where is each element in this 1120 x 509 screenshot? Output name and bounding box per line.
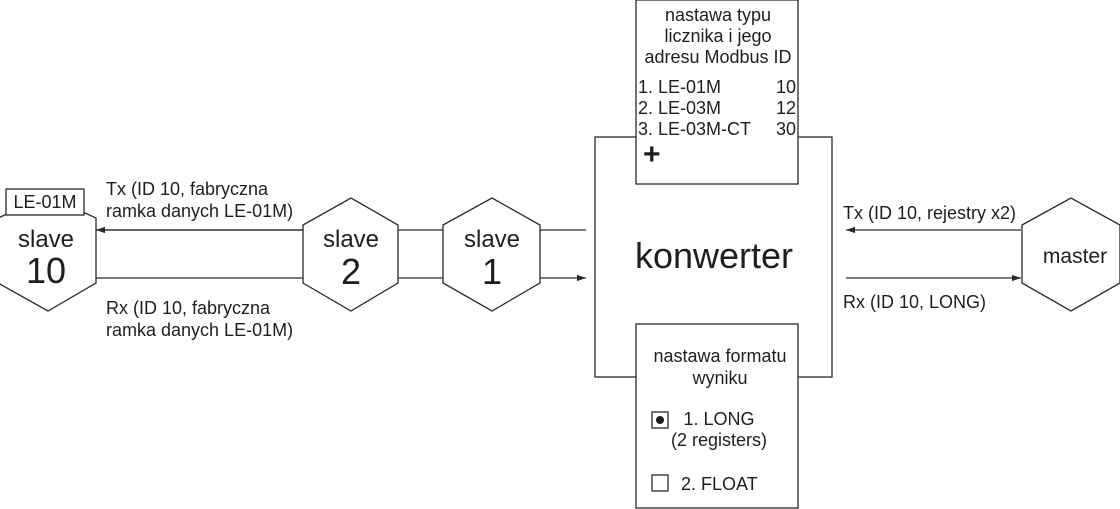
meter-item-2-id: 12	[776, 98, 796, 118]
meter-item-3-id: 30	[776, 119, 796, 139]
slave-10-meter-tag-label: LE-01M	[13, 192, 76, 212]
float-format-label: 2. FLOAT	[681, 474, 758, 494]
meter-item-1-name: 1. LE-01M	[638, 77, 721, 97]
left-rx-label-line1: Rx (ID 10, fabryczna	[106, 298, 271, 318]
slave-1-number: 1	[482, 251, 502, 292]
master-label: master	[1043, 245, 1107, 268]
long-format-sublabel: (2 registers)	[671, 430, 767, 450]
float-format-option[interactable]	[651, 474, 669, 492]
meter-settings-title-line2: licznika i jego	[664, 26, 771, 46]
slave-10-meter-tag	[5, 188, 85, 216]
format-settings-title-line1: nastawa formatu	[653, 346, 786, 366]
format-settings-title-line2: wyniku	[691, 368, 747, 388]
meter-item-2-name: 2. LE-03M	[638, 98, 721, 118]
slave-2-node[interactable]	[302, 197, 399, 312]
slave-1-label: slave	[464, 226, 520, 253]
left-tx-label-line2: ramka danych LE-01M)	[106, 201, 293, 221]
slave-2-number: 2	[341, 251, 361, 292]
master-node[interactable]	[1021, 197, 1120, 312]
converter-label: konwerter	[635, 235, 793, 276]
meter-item-1[interactable]: 1. LE-01M 10	[638, 77, 796, 97]
right-rx-label: Rx (ID 10, LONG)	[843, 292, 986, 312]
right-tx-label: Tx (ID 10, rejestry x2)	[843, 203, 1016, 223]
meter-item-1-id: 10	[776, 77, 796, 97]
meter-settings-panel	[635, 0, 799, 185]
meter-item-2[interactable]: 2. LE-03M 12	[638, 98, 796, 118]
left-tx-label-line1: Tx (ID 10, fabryczna	[106, 179, 269, 199]
long-format-selected-dot	[656, 416, 664, 424]
slave-1-node[interactable]	[442, 197, 541, 312]
meter-settings-title-line3: adresu Modbus ID	[644, 47, 791, 67]
meter-item-3-name: 3. LE-03M-CT	[638, 119, 751, 139]
slave-10-label: slave	[18, 226, 74, 253]
slave-2-label: slave	[323, 226, 379, 253]
add-meter-button[interactable]: +	[643, 138, 661, 171]
left-rx-label-line2: ramka danych LE-01M)	[106, 320, 293, 340]
slave-10-number: 10	[26, 250, 66, 291]
long-format-label: 1. LONG	[683, 409, 754, 429]
meter-settings-title-line1: nastawa typu	[665, 5, 771, 25]
meter-item-3[interactable]: 3. LE-03M-CT 30	[638, 119, 796, 139]
